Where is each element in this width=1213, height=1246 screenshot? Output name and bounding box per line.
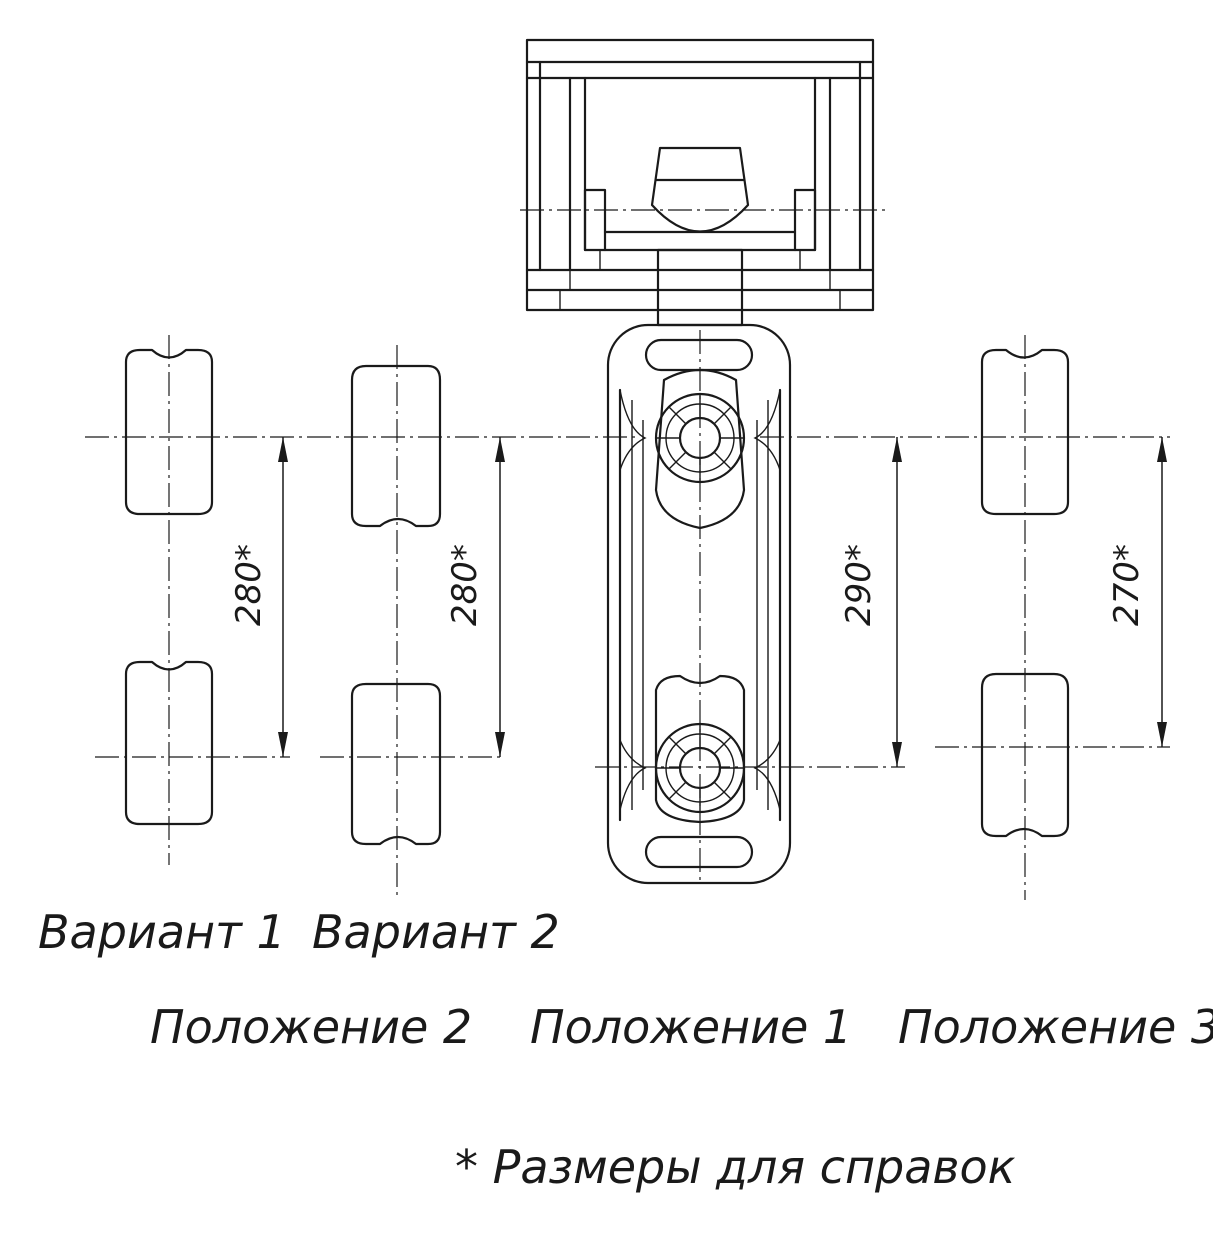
dimension-position-1: 290*: [839, 544, 879, 626]
label-variant-2: Вариант 2: [312, 905, 560, 959]
wheels-variant-1: [124, 335, 214, 865]
dimension-variant-2: 280*: [445, 544, 485, 626]
wheels-variant-2: [350, 345, 442, 900]
frame-assembly: [520, 38, 885, 327]
label-position-1: Положение 1: [530, 1000, 852, 1054]
label-position-3: Положение 3: [898, 1000, 1213, 1054]
dimension-position-3: 270*: [1107, 544, 1147, 626]
axis-lines: [85, 436, 1170, 768]
wheels-position-3: [980, 335, 1070, 900]
dimension-lines: [278, 437, 1167, 767]
dimension-variant-1: 280*: [229, 544, 269, 626]
label-variant-1: Вариант 1: [38, 905, 286, 959]
label-position-2: Положение 2: [150, 1000, 472, 1054]
note-reference-dimensions: * Размеры для справок: [455, 1140, 1016, 1194]
tandem-bogie: [606, 323, 792, 885]
